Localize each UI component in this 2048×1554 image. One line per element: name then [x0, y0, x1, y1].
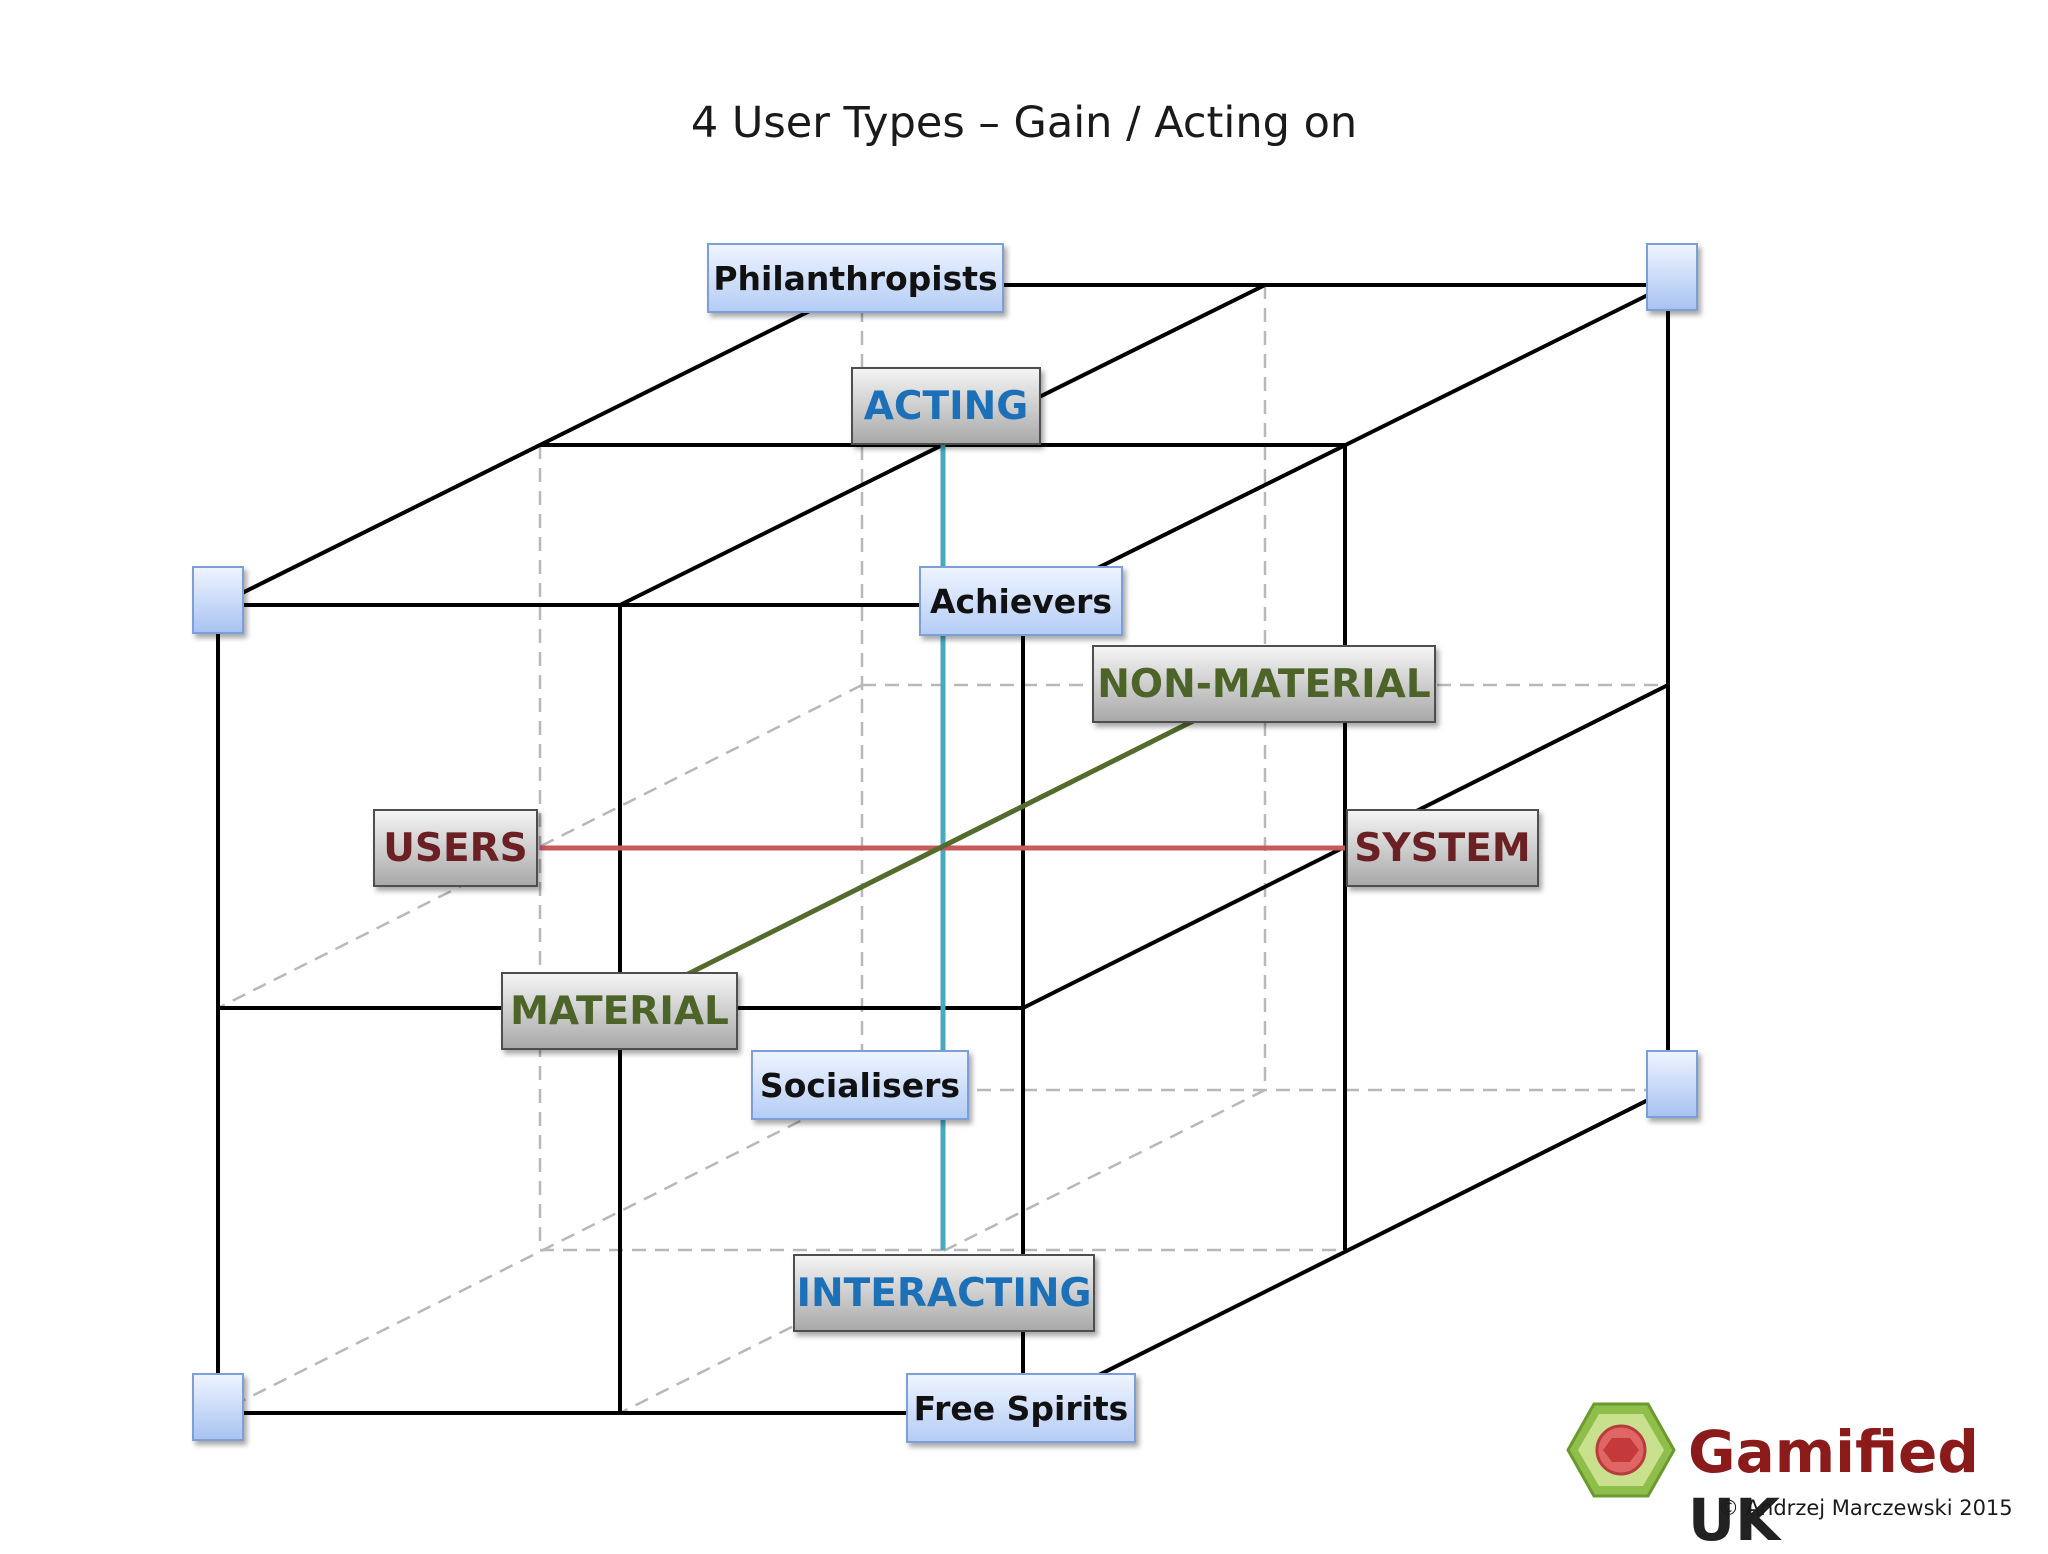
label-free-spirits: Free Spirits — [906, 1373, 1136, 1443]
label-philanthropists: Philanthropists — [707, 243, 1004, 313]
corner-marker — [192, 566, 244, 634]
brand-logo-word: Gamified — [1688, 1418, 1979, 1486]
axis-label-system: SYSTEM — [1346, 809, 1539, 887]
material-nonmaterial-axis-line — [618, 682, 1267, 1011]
axis-label-interacting: INTERACTING — [793, 1254, 1095, 1332]
diagram-title: 4 User Types – Gain / Acting on — [690, 98, 1358, 148]
axis-label-users: USERS — [373, 809, 538, 887]
hexagon-gear-icon — [1566, 1402, 1676, 1498]
label-socialisers: Socialisers — [751, 1050, 969, 1120]
corner-marker — [192, 1373, 244, 1441]
axis-label-non-material: NON-MATERIAL — [1092, 645, 1436, 723]
label-achievers: Achievers — [919, 566, 1123, 636]
corner-marker — [1646, 243, 1698, 311]
axis-label-acting: ACTING — [851, 367, 1041, 445]
brand-logo-text: Gamified UK — [1688, 1418, 2048, 1554]
copyright-notice: © Andrzej Marczewski 2015 — [1718, 1496, 2013, 1520]
corner-marker — [1646, 1050, 1698, 1118]
axis-label-material: MATERIAL — [501, 972, 738, 1050]
